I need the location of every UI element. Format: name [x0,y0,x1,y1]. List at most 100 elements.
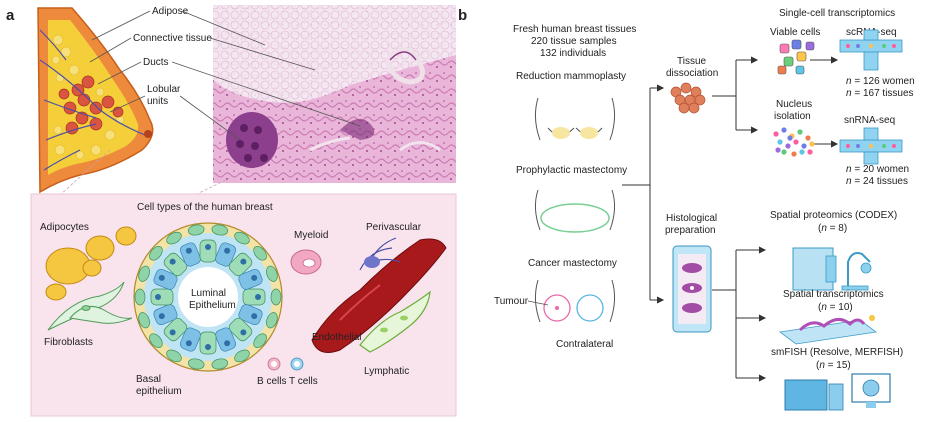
basal-cell [149,246,163,261]
luminal-cell [228,252,253,277]
basal-cell [234,231,250,245]
luminal-nucleus [158,274,165,281]
label-reduction-mammoplasty: Reduction mammoplasty [516,71,626,82]
label-adipocytes: Adipocytes [40,222,89,233]
n-italic-7: n [819,360,825,371]
header-line2: 220 tissue samples [531,36,617,47]
label-snrna-seq: snRNA-seq [844,115,895,126]
nucleus-dot [787,135,793,141]
label-isolation: isolation [774,111,811,122]
label-luminal-line2: Epithelium [189,300,236,311]
panel-b-letter: b [458,7,467,24]
snrna-tissues-value: = 24 tissues [852,176,908,187]
label-lobular-line1: Lobular [147,84,181,95]
reduction-breast-icon [534,97,616,141]
n-italic-4: n [846,176,852,187]
histology-he-image [213,5,456,183]
luminal-cell [199,239,217,263]
basal-cell [138,312,150,329]
snrna-chip-icon [839,127,903,165]
codex-n: (n = 8) [818,223,847,234]
sc-flow-arrows [712,56,839,148]
n-italic-6: n [821,302,827,313]
cell-types-title: Cell types of the human breast [137,202,273,213]
nucleus-dot [807,149,813,155]
t-cell [290,357,304,371]
smfish-instrument-icon [784,373,891,411]
luminal-nucleus [158,313,165,320]
label-cancer-mastectomy: Cancer mastectomy [528,258,617,269]
nucleus-dot [809,141,815,147]
spatial-slide-icon [778,315,878,345]
label-contralateral: Contralateral [556,339,613,350]
scrna-chip-icon [839,29,903,71]
label-tumour: Tumour [494,296,529,307]
histology-slide-icon [672,245,712,333]
snrna-tissues: n = 24 tissues [846,176,908,187]
luminal-nucleus [255,294,261,300]
label-perivascular: Perivascular [366,222,422,233]
label-myeloid: Myeloid [294,230,328,241]
flow-bracket [622,84,665,304]
basal-cell [134,288,146,306]
label-smfish: smFISH (Resolve, MERFISH) [771,347,903,358]
label-b-cells: B cells [257,376,286,387]
luminal-cell [179,327,201,352]
label-prophylactic-mastectomy: Prophylactic mastectomy [516,165,627,176]
label-preparation: preparation [665,225,716,236]
luminal-nucleus [169,329,176,336]
label-codex: Spatial proteomics (CODEX) [770,210,897,221]
n-italic-5: n [821,223,827,234]
basal-cell [266,265,278,282]
snrna-women: n = 20 women [846,164,909,175]
luminal-cell [228,317,253,342]
label-endothelial: Endothelial [312,332,361,343]
label-connective-tissue: Connective tissue [133,33,212,44]
luminal-nucleus [224,247,231,254]
nuclei-icon [773,127,815,157]
luminal-cell [215,327,237,352]
luminal-nucleus [251,313,258,320]
epithelial-ring [133,222,283,372]
myeloid-cell [290,249,322,275]
lymphatic-vessel [359,290,431,353]
luminal-cell [150,288,174,306]
nucleus-dot [781,149,787,155]
cancer-breast-icon [534,279,616,323]
label-spatial-transcriptomics: Spatial transcriptomics [783,289,884,300]
nucleus-dot [775,147,781,153]
smfish-n-value: = 15) [825,360,851,371]
luminal-cell [238,268,263,290]
basal-cell [266,312,278,329]
scrna-women: n = 126 women [846,76,915,87]
viable-cells-icon [777,39,815,75]
basal-cell [187,358,205,370]
zoom-lines [59,149,231,196]
anatomy-leader-lines [89,10,361,141]
luminal-nucleus [205,344,211,350]
label-t-cells: T cells [289,376,318,387]
nucleus-dot [805,135,811,141]
tissue-dissociation-icon [670,82,706,114]
luminal-cell [153,304,178,326]
nucleus-dot [773,131,779,137]
label-luminal-line1: Luminal [191,288,226,299]
luminal-cell [163,317,188,342]
basal-cell [270,288,282,306]
smfish-n: (n = 15) [816,360,851,371]
breast-anatomy-illustration [37,7,154,194]
luminal-epithelial-cells [150,239,266,355]
b-cell [267,357,281,371]
luminal-cell [163,252,188,277]
n-italic-3: n [846,164,852,175]
label-adipose: Adipose [152,6,189,17]
basal-cell [253,246,267,261]
luminal-nucleus [224,340,231,347]
luminal-nucleus [240,258,247,265]
luminal-cell [242,288,266,306]
nucleus-dot [777,139,783,145]
label-lymphatic: Lymphatic [364,366,409,377]
spatial-open-paren: ( [818,302,822,313]
basal-cell [211,224,229,236]
